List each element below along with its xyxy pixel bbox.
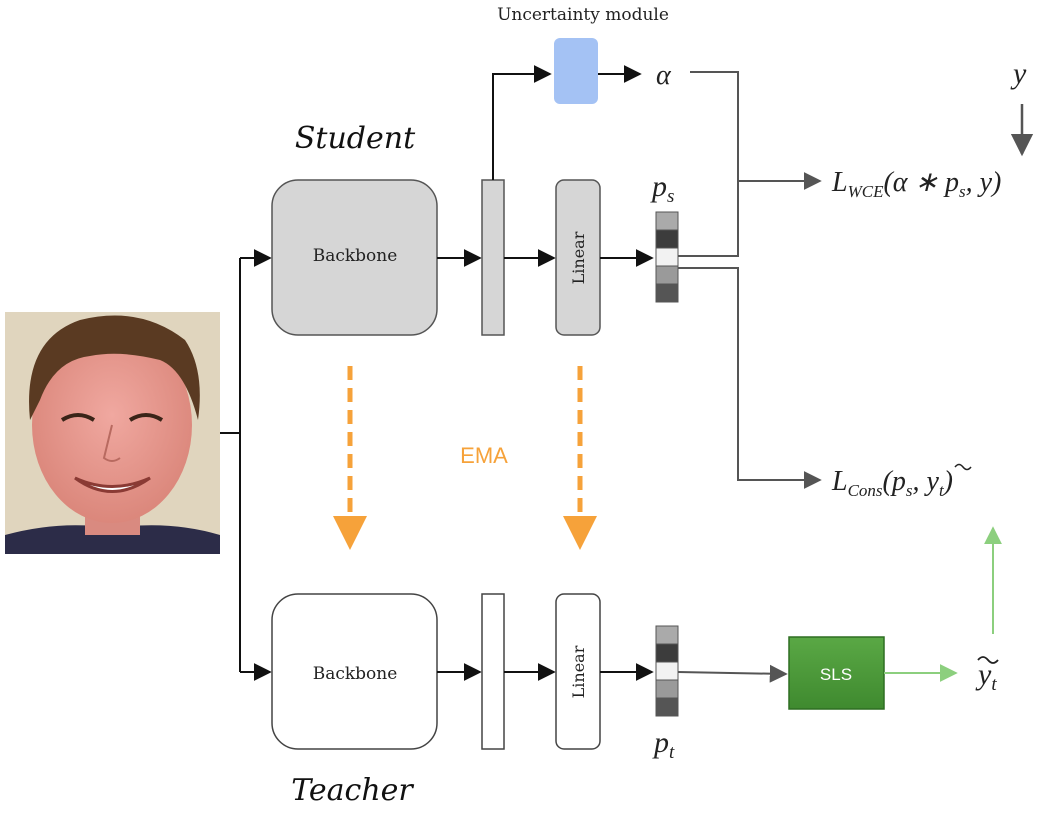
ema-label: EMA xyxy=(460,443,508,468)
teacher-backbone-label: Backbone xyxy=(313,664,398,684)
loss-cons-label: LCons(ps, yt) xyxy=(831,466,953,500)
label-y: y xyxy=(1010,57,1027,90)
uncertainty-module-box xyxy=(554,38,598,104)
student-linear-label: Linear xyxy=(569,231,588,284)
alpha-to-wce-connector xyxy=(678,71,739,257)
sls-label: SLS xyxy=(820,665,852,684)
ema-arrow-backbone xyxy=(333,366,367,550)
soft-label-symbol: yt xyxy=(975,658,997,695)
student-arrow-to-uncertainty xyxy=(492,65,552,180)
sls-box xyxy=(788,636,885,710)
teacher-output-label: pt xyxy=(652,726,675,763)
ema-arrow-linear xyxy=(563,366,597,550)
cons-tilde-mark xyxy=(954,463,972,471)
soft-label-tilde-mark xyxy=(977,656,999,664)
student-output-label: ps xyxy=(650,170,674,207)
teacher-linear-label: Linear xyxy=(569,645,588,698)
teacher-title: Teacher xyxy=(291,773,414,808)
ps-to-cons-connector xyxy=(678,267,822,489)
teacher-arrow-to-sls xyxy=(677,664,788,683)
alpha-label: α xyxy=(656,60,672,91)
uncertainty-module-label: Uncertainty module xyxy=(497,5,669,25)
teacher-output-vector xyxy=(655,625,679,717)
input-split-connector xyxy=(220,249,272,681)
student-backbone-label: Backbone xyxy=(313,246,398,266)
teacher-feature-bar xyxy=(481,593,505,750)
student-title: Student xyxy=(295,121,416,156)
student-output-vector xyxy=(655,211,679,303)
input-face-photo xyxy=(5,312,220,554)
loss-wce-label: LWCE(α ∗ ps, y) xyxy=(831,167,1001,201)
student-feature-bar xyxy=(481,179,505,336)
